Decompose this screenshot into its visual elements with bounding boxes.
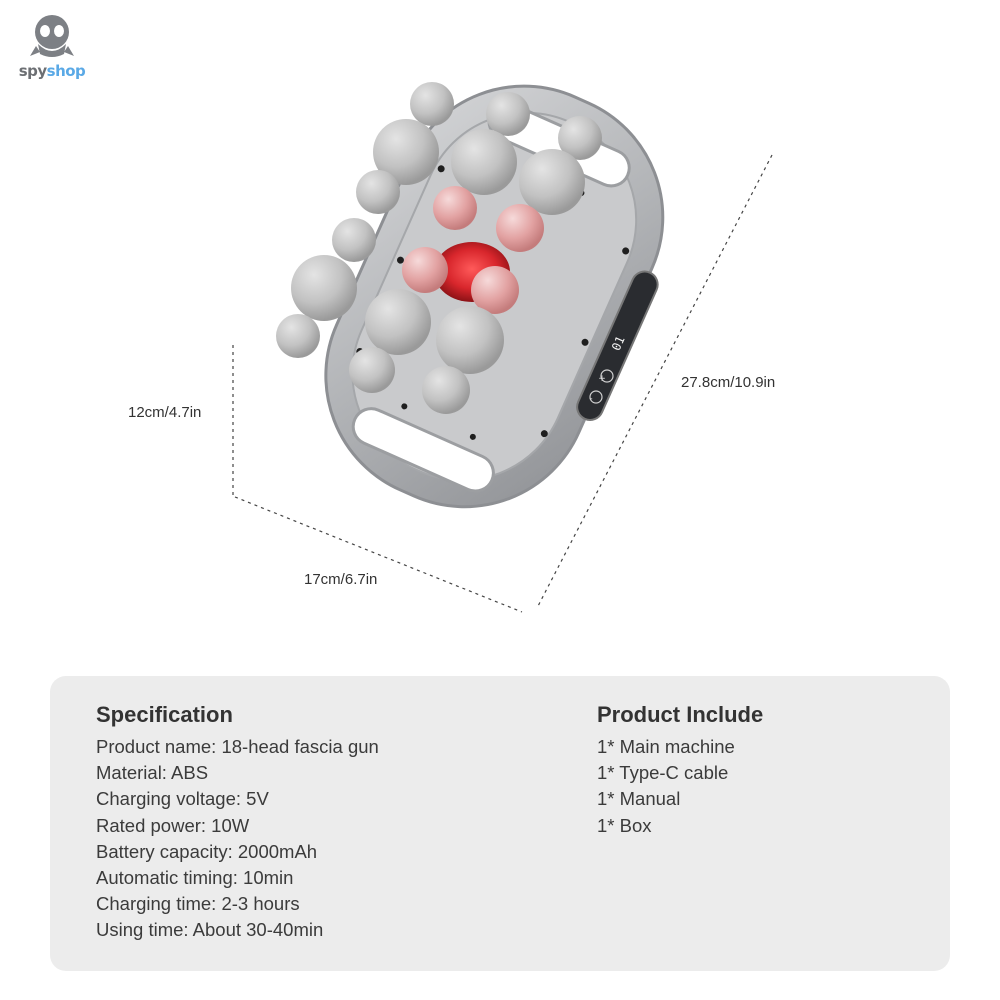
spec-item: Charging time: 2-3 hours — [96, 893, 300, 915]
minus-button — [589, 390, 603, 404]
minus-label: - — [589, 394, 592, 404]
plus-button — [600, 369, 614, 383]
product-include-section: Product Include 1* Main machine 1* Type-… — [597, 702, 763, 839]
spec-item: Product name: 18-head fascia gun — [96, 736, 379, 757]
brand-logo[interactable]: spyshop — [12, 10, 92, 82]
length-label: 27.8cm/10.9in — [681, 374, 776, 391]
dimension-lines — [232, 154, 773, 613]
massage-balls — [276, 82, 602, 414]
control-panel — [576, 270, 659, 421]
spec-item: Battery capacity: 2000mAh — [96, 840, 318, 862]
include-item: 1* Type-C cable — [597, 762, 729, 784]
product-include-list: 1* Main machine 1* Type-C cable 1* Manua… — [597, 734, 763, 839]
include-item: 1* Box — [597, 814, 652, 836]
product-image: + - 01 — [232, 82, 773, 613]
height-label: 12cm/4.7in — [128, 404, 202, 421]
width-dimension-line — [234, 496, 523, 613]
width-label: 17cm/6.7in — [304, 571, 378, 588]
spec-item: Using time: About 30-40min — [96, 919, 324, 941]
display-reading: 01 — [609, 334, 628, 353]
mascot-icon — [30, 15, 74, 57]
length-dimension-line — [536, 154, 773, 609]
plus-label: + — [598, 374, 606, 384]
spec-item: Material: ABS — [96, 762, 209, 784]
control-buttons — [589, 369, 614, 404]
specification-section: Specification Product name: 18-head fasc… — [96, 702, 379, 944]
brand-name: spyshop — [18, 62, 86, 80]
include-item: 1* Manual — [597, 788, 681, 810]
spec-panel: Specification Product name: 18-head fasc… — [50, 676, 950, 971]
include-item: 1* Main machine — [597, 736, 735, 757]
spec-item: Automatic timing: 10min — [96, 867, 294, 889]
specification-title: Specification — [96, 702, 233, 727]
specification-list: Product name: 18-head fascia gun Materia… — [96, 734, 379, 944]
spec-item: Charging voltage: 5V — [96, 788, 269, 810]
spec-item: Rated power: 10W — [96, 814, 250, 836]
product-include-title: Product Include — [597, 702, 764, 727]
